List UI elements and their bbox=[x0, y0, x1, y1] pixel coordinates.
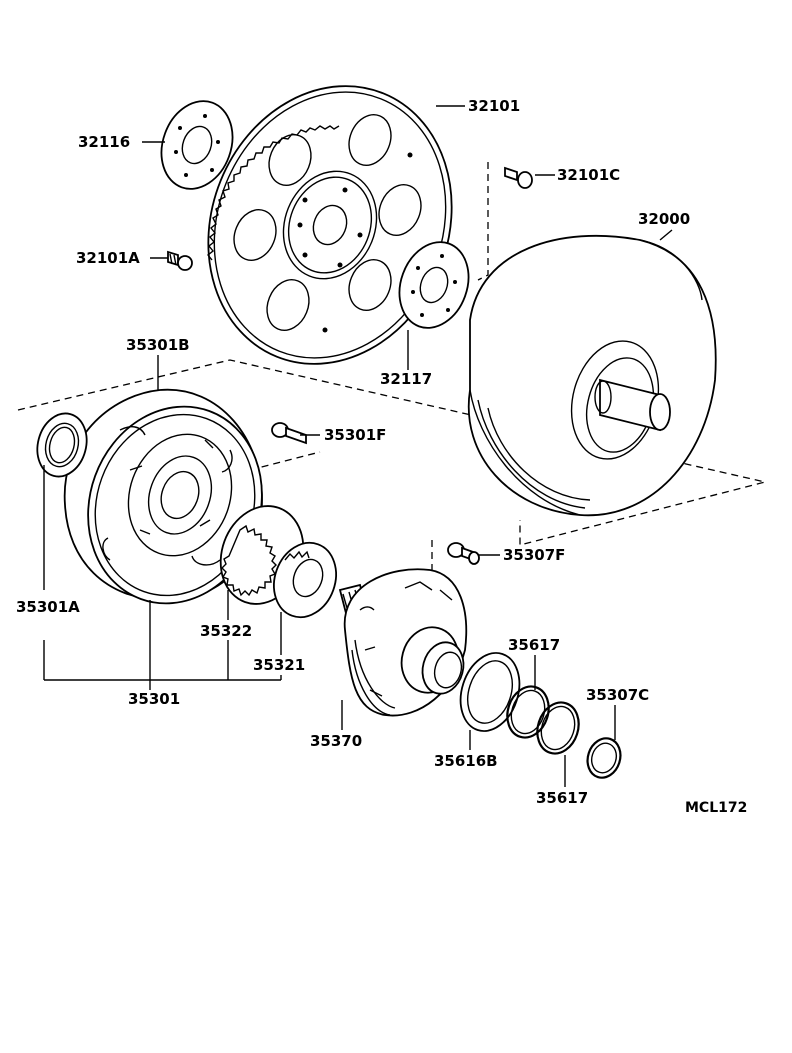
label-35617-lower: 35617 bbox=[536, 789, 588, 807]
label-35616B: 35616B bbox=[434, 752, 498, 770]
label-35301: 35301 bbox=[128, 690, 180, 708]
thrust-washer-35616B bbox=[459, 652, 521, 732]
bolt-35307F bbox=[447, 542, 480, 565]
label-35307C: 35307C bbox=[586, 686, 649, 704]
bolt-32101A bbox=[167, 250, 193, 271]
bolt-32101C bbox=[504, 166, 533, 189]
label-35307F: 35307F bbox=[503, 546, 565, 564]
label-32117: 32117 bbox=[380, 370, 432, 388]
spacer-plate-32116 bbox=[160, 100, 234, 190]
assembly-line-upper bbox=[477, 162, 489, 281]
figure-reference-code: MCL172 bbox=[685, 800, 747, 816]
label-32101: 32101 bbox=[468, 97, 520, 115]
assembly-line-bolt bbox=[249, 451, 321, 471]
leader-lines bbox=[43, 105, 673, 787]
oil-pump-body-35301 bbox=[63, 388, 263, 605]
label-32116: 32116 bbox=[78, 133, 130, 151]
label-35301A: 35301A bbox=[16, 598, 80, 616]
torque-converter-32000 bbox=[467, 234, 717, 517]
part-labels: 32101 32116 32101C 32000 32101A 32117 35… bbox=[16, 97, 747, 816]
seal-ring-35617-upper bbox=[506, 685, 550, 739]
assembly-line-box bbox=[17, 359, 766, 546]
label-35301F: 35301F bbox=[324, 426, 386, 444]
oil-seal-35301A bbox=[36, 412, 88, 478]
label-32000: 32000 bbox=[638, 210, 690, 228]
label-32101A: 32101A bbox=[76, 249, 140, 267]
spacer-plate-32117 bbox=[398, 241, 470, 329]
label-35321: 35321 bbox=[253, 656, 305, 674]
label-32101C: 32101C bbox=[557, 166, 620, 184]
label-35370: 35370 bbox=[310, 732, 362, 750]
drive-gear-35321 bbox=[273, 541, 337, 619]
label-35301B: 35301B bbox=[126, 336, 190, 354]
ring-35307C bbox=[586, 737, 622, 779]
bolt-35301F bbox=[271, 422, 307, 445]
seal-ring-35617-lower bbox=[536, 701, 580, 755]
stator-shaft-35370 bbox=[338, 568, 468, 717]
label-35322: 35322 bbox=[200, 622, 252, 640]
label-35617-upper: 35617 bbox=[508, 636, 560, 654]
drive-plate-32101 bbox=[207, 85, 453, 365]
